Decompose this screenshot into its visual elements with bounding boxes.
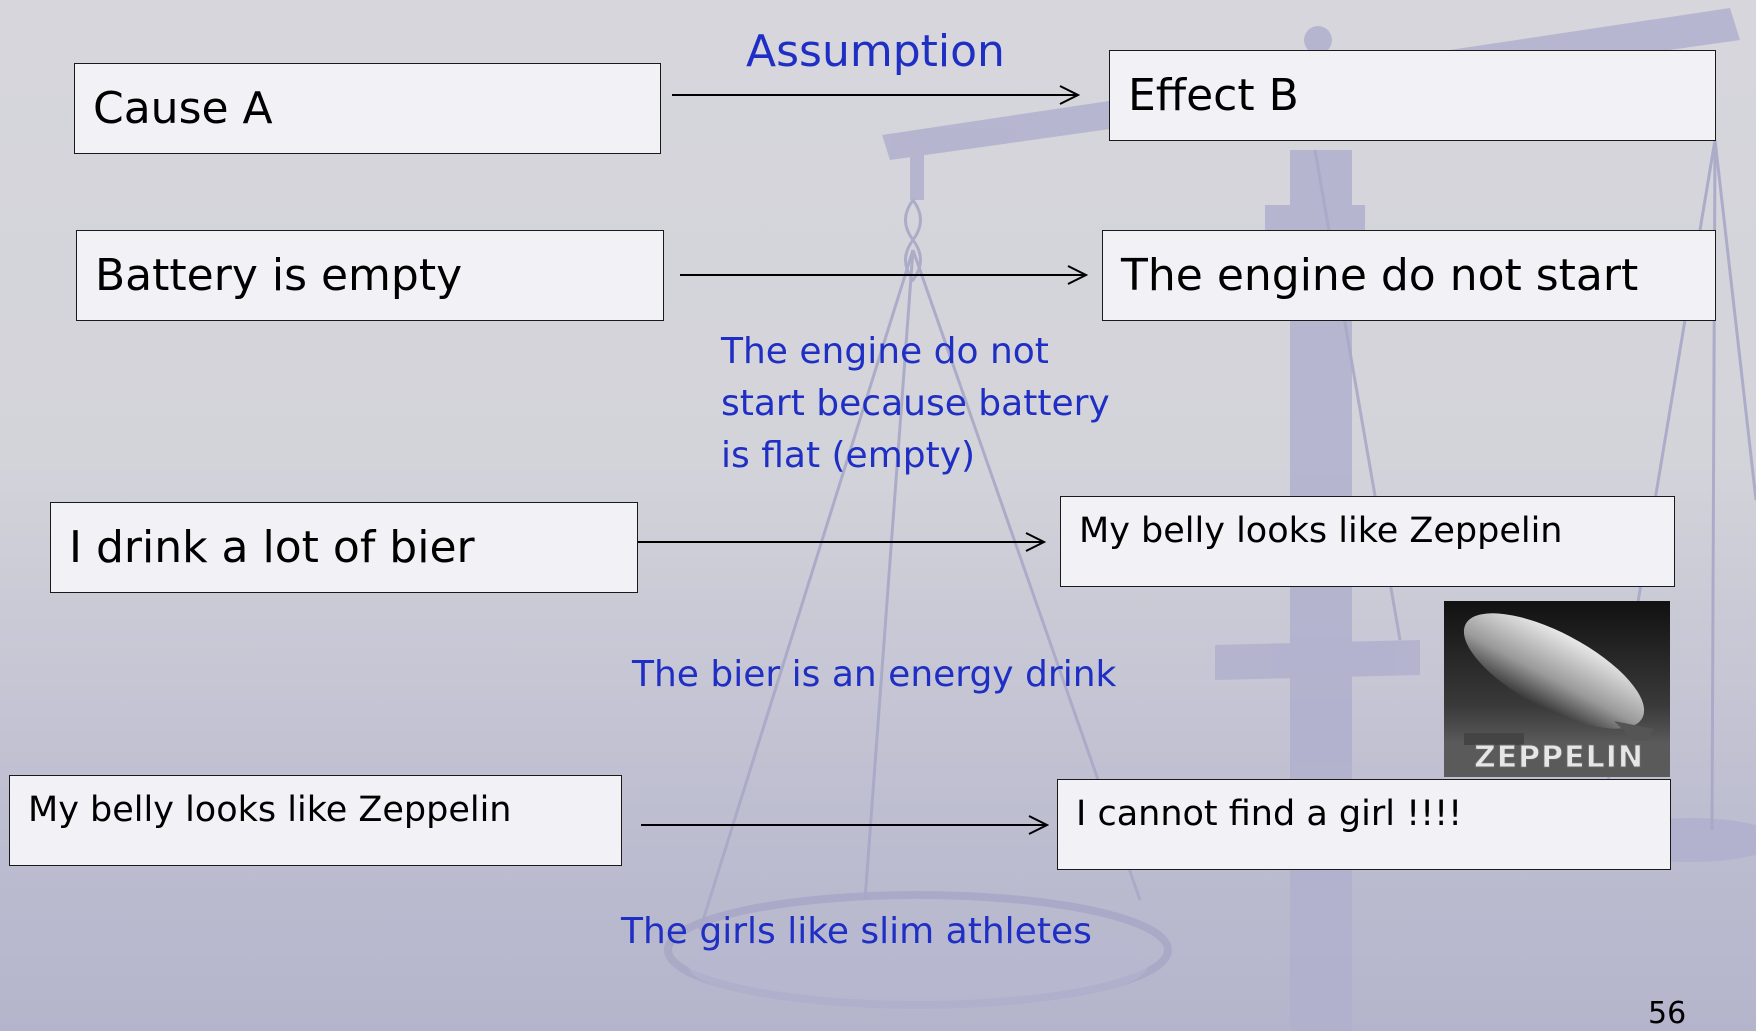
assumption-note-3-line-1: The bier is an energy drink bbox=[632, 654, 1117, 695]
assumption-note-2-line-3: is flat (empty) bbox=[721, 435, 976, 476]
assumption-note-2-line-1: The engine do not bbox=[721, 331, 1049, 372]
assumption-note-2-line-2: start because battery bbox=[721, 383, 1110, 424]
cause-label-1: Cause A bbox=[93, 83, 273, 134]
cause-label-3: I drink a lot of bier bbox=[69, 522, 475, 573]
effect-box-2: The engine do not start bbox=[1102, 230, 1716, 321]
effect-label-4: I cannot find a girl !!!! bbox=[1076, 794, 1463, 834]
effect-box-4: I cannot find a girl !!!! bbox=[1057, 779, 1671, 870]
assumption-note-4-line-1: The girls like slim athletes bbox=[621, 911, 1092, 952]
cause-box-1: Cause A bbox=[74, 63, 661, 154]
effect-label-2: The engine do not start bbox=[1121, 250, 1639, 301]
cause-box-3: I drink a lot of bier bbox=[50, 502, 638, 593]
cause-box-4: My belly looks like Zeppelin bbox=[9, 775, 622, 866]
cause-label-2: Battery is empty bbox=[95, 250, 463, 301]
effect-box-3: My belly looks like Zeppelin bbox=[1060, 496, 1675, 587]
effect-label-1: Effect B bbox=[1128, 70, 1299, 121]
cause-box-2: Battery is empty bbox=[76, 230, 664, 321]
assumption-note-2: The engine do not start because battery … bbox=[721, 326, 1110, 482]
zeppelin-image: ZEPPELIN bbox=[1444, 601, 1670, 777]
assumption-note-4: The girls like slim athletes bbox=[621, 906, 1092, 958]
zeppelin-airship-icon bbox=[1444, 601, 1670, 777]
page-number: 56 bbox=[1648, 996, 1687, 1031]
effect-box-1: Effect B bbox=[1109, 50, 1716, 141]
effect-label-3: My belly looks like Zeppelin bbox=[1079, 511, 1563, 551]
zeppelin-caption: ZEPPELIN bbox=[1473, 740, 1645, 776]
cause-label-4: My belly looks like Zeppelin bbox=[28, 790, 512, 830]
assumption-note-3: The bier is an energy drink bbox=[632, 649, 1116, 701]
assumption-label: Assumption bbox=[746, 26, 1005, 77]
